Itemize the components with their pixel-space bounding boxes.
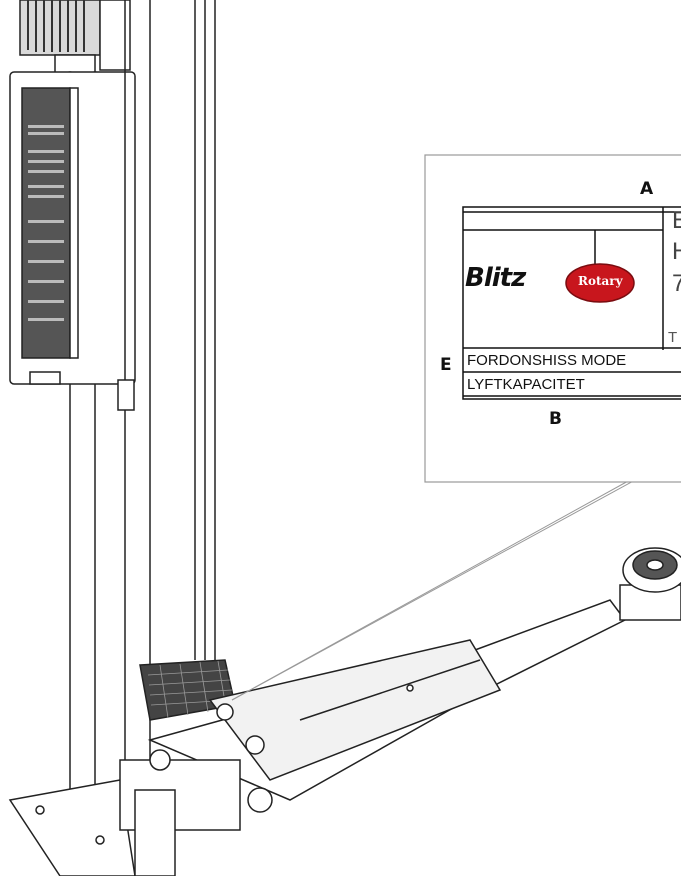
data-plate <box>462 206 681 400</box>
blitz-logo: Blitz <box>465 263 526 293</box>
control-box <box>9 71 136 385</box>
callout-label-a: A <box>640 179 654 199</box>
plate-text-fragment-2: H <box>672 238 681 265</box>
plate-text-fragment-3: 7 <box>672 270 681 297</box>
callout-label-b: B <box>549 409 562 429</box>
plate-text-fragment-4: T <box>668 329 678 346</box>
rotary-logo-text: Rotary <box>578 274 623 288</box>
callout-label-e: E <box>440 355 452 375</box>
lift-pad <box>619 547 681 621</box>
vehicle-lift-model-label: FORDONSHISS MODE <box>467 352 627 369</box>
callout-leader <box>231 454 681 701</box>
base-plate <box>8 779 136 877</box>
lift-arm <box>119 599 627 877</box>
lift-column <box>69 0 216 810</box>
lift-capacity-label: LYFTKAPACITET <box>467 376 585 393</box>
rotary-logo <box>565 263 635 303</box>
plate-text-fragment-1: E <box>672 207 681 234</box>
